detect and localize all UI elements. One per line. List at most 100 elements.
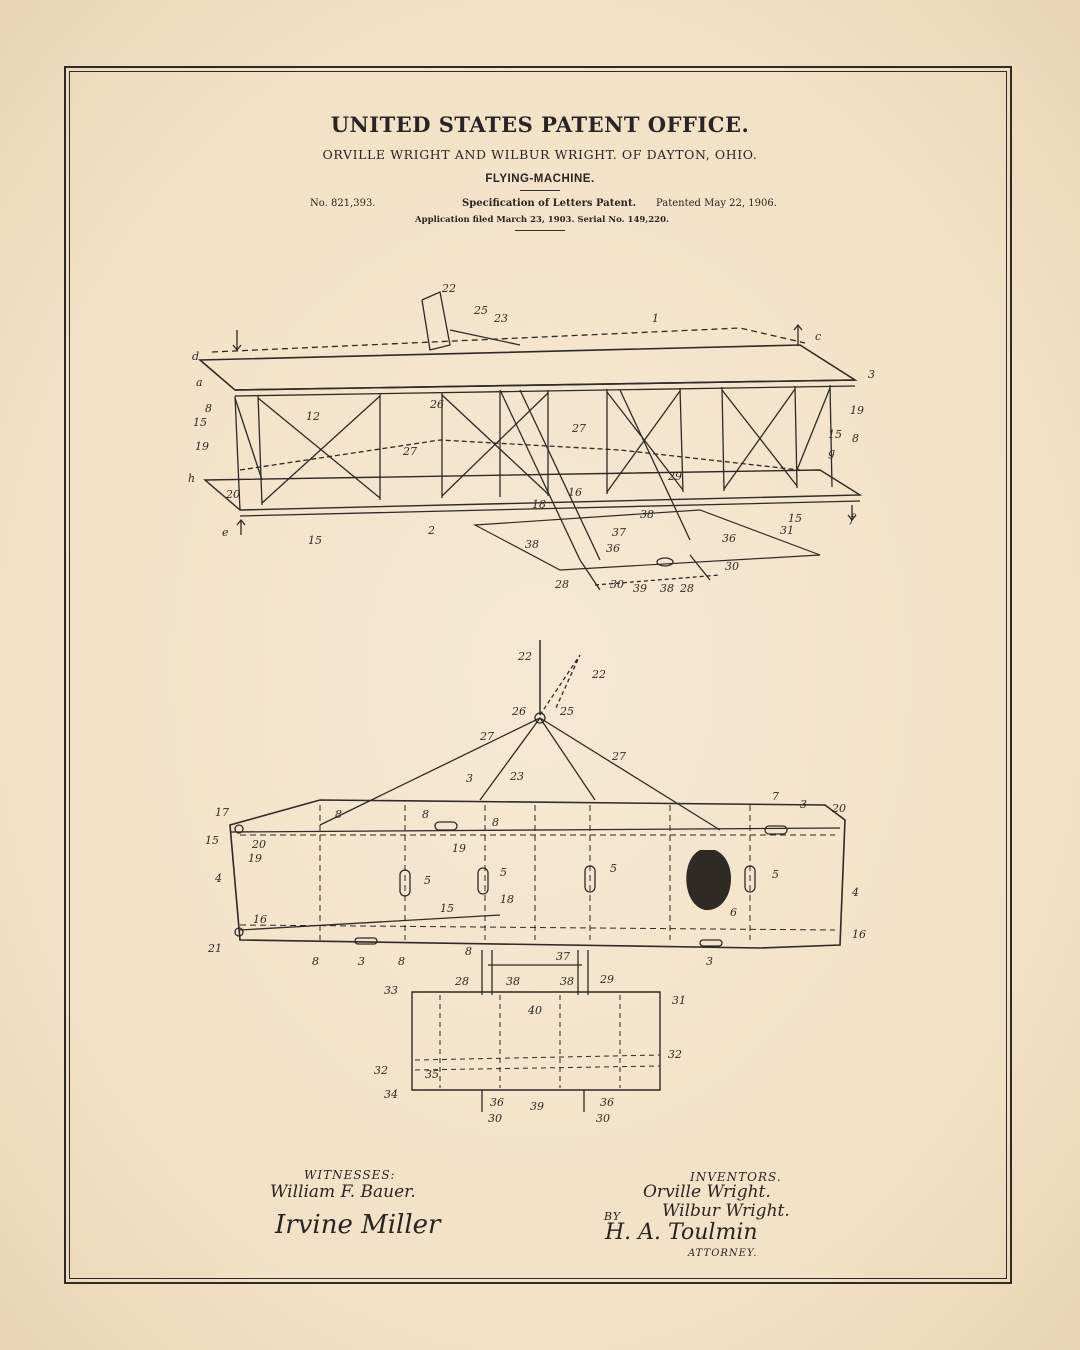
svg-text:36: 36 [600, 1096, 614, 1109]
svg-text:a: a [196, 376, 203, 389]
application-underline [515, 230, 565, 231]
svg-text:28: 28 [679, 582, 694, 595]
svg-text:16: 16 [852, 928, 866, 941]
inventor-signature-1: Orville Wright. [643, 1182, 771, 1202]
svg-text:25: 25 [559, 705, 574, 718]
svg-text:3: 3 [800, 798, 807, 811]
svg-text:25: 25 [473, 304, 488, 317]
svg-text:8: 8 [335, 808, 342, 821]
svg-text:31: 31 [780, 524, 794, 537]
svg-text:8: 8 [205, 402, 212, 415]
svg-text:g: g [828, 446, 835, 459]
figure-perspective-view [197, 291, 863, 591]
svg-text:3: 3 [358, 955, 365, 968]
figure-plan-labels: 22 22 26 25 27 27 23 17 15 20 19 4 8 8 8… [205, 650, 866, 1125]
svg-text:30: 30 [610, 578, 624, 591]
specification-label: Specification of Letters Patent. [462, 198, 637, 209]
svg-text:5: 5 [500, 866, 507, 879]
patent-office-title: UNITED STATES PATENT OFFICE. [330, 112, 750, 137]
svg-text:26: 26 [429, 398, 444, 411]
svg-text:38: 38 [525, 538, 539, 551]
svg-text:27: 27 [479, 730, 494, 743]
svg-text:23: 23 [493, 312, 508, 325]
svg-text:29: 29 [599, 973, 614, 986]
svg-text:36: 36 [606, 542, 620, 555]
svg-text:8: 8 [422, 808, 429, 821]
inventor-signature-2: Wilbur Wright. [662, 1201, 790, 1221]
svg-text:8: 8 [492, 816, 499, 829]
attorney-label: ATTORNEY. [688, 1248, 758, 1259]
svg-text:2: 2 [427, 524, 435, 537]
svg-text:21: 21 [207, 942, 222, 955]
svg-text:12: 12 [306, 410, 320, 423]
svg-text:28: 28 [454, 975, 469, 988]
figure-perspective-labels: 22 25 23 1 c d a 3 8 15 19 12 26 27 27 2… [188, 282, 875, 595]
svg-text:c: c [815, 330, 821, 343]
svg-text:16: 16 [568, 486, 582, 499]
inventors-label: INVENTORS. [690, 1170, 782, 1184]
svg-text:23: 23 [509, 770, 524, 783]
svg-text:32: 32 [374, 1064, 388, 1077]
svg-text:15: 15 [193, 416, 207, 429]
svg-text:4: 4 [851, 886, 859, 899]
svg-text:17: 17 [215, 806, 229, 819]
witness-signature-1: William F. Bauer. [270, 1182, 416, 1202]
svg-text:38: 38 [560, 975, 574, 988]
svg-text:28: 28 [554, 578, 569, 591]
svg-text:39: 39 [633, 582, 647, 595]
svg-text:34: 34 [384, 1088, 398, 1101]
svg-text:19: 19 [248, 852, 262, 865]
attorney-signature: H. A. Toulmin [605, 1220, 758, 1245]
witnesses-label: WITNESSES: [304, 1168, 396, 1182]
patented-date: Patented May 22, 1906. [656, 198, 777, 209]
svg-text:40: 40 [527, 1004, 542, 1017]
svg-text:27: 27 [571, 422, 586, 435]
invention-subject: FLYING-MACHINE. [485, 173, 595, 185]
svg-text:22: 22 [591, 668, 606, 681]
svg-text:38: 38 [660, 582, 674, 595]
svg-text:19: 19 [850, 404, 864, 417]
svg-text:h: h [188, 472, 195, 485]
patent-number: No. 821,393. [310, 198, 376, 209]
svg-text:30: 30 [725, 560, 739, 573]
outer-border [64, 66, 1012, 1284]
by-label: BY [604, 1210, 622, 1223]
svg-text:15: 15 [205, 834, 219, 847]
svg-text:1: 1 [652, 312, 659, 325]
svg-text:16: 16 [253, 913, 267, 926]
svg-text:22: 22 [441, 282, 456, 295]
svg-text:8: 8 [852, 432, 859, 445]
svg-text:18: 18 [532, 498, 546, 511]
figure-plan-view [229, 640, 846, 1112]
svg-text:36: 36 [722, 532, 736, 545]
svg-text:d: d [192, 350, 199, 363]
svg-text:5: 5 [772, 868, 779, 881]
svg-text:35: 35 [425, 1068, 439, 1081]
svg-text:20: 20 [225, 488, 240, 501]
svg-text:38: 38 [640, 508, 654, 521]
svg-text:30: 30 [488, 1112, 502, 1125]
svg-text:e: e [222, 526, 229, 539]
svg-text:38: 38 [506, 975, 520, 988]
svg-text:15: 15 [440, 902, 454, 915]
svg-text:3: 3 [706, 955, 713, 968]
witness-signature-2: Irvine Miller [275, 1210, 441, 1240]
inventors-line: ORVILLE WRIGHT AND WILBUR WRIGHT. OF DAY… [322, 147, 758, 162]
application-line: Application filed March 23, 1903. Serial… [415, 215, 669, 225]
svg-text:37: 37 [612, 526, 626, 539]
svg-text:15: 15 [308, 534, 322, 547]
svg-text:22: 22 [517, 650, 532, 663]
svg-text:5: 5 [610, 862, 617, 875]
svg-text:29: 29 [667, 470, 682, 483]
svg-text:15: 15 [828, 428, 842, 441]
svg-text:8: 8 [312, 955, 319, 968]
svg-text:36: 36 [490, 1096, 504, 1109]
svg-text:31: 31 [672, 994, 686, 1007]
svg-text:5: 5 [424, 874, 431, 887]
svg-text:20: 20 [831, 802, 846, 815]
svg-text:27: 27 [611, 750, 626, 763]
svg-text:33: 33 [384, 984, 398, 997]
svg-text:19: 19 [452, 842, 466, 855]
svg-text:37: 37 [556, 950, 570, 963]
